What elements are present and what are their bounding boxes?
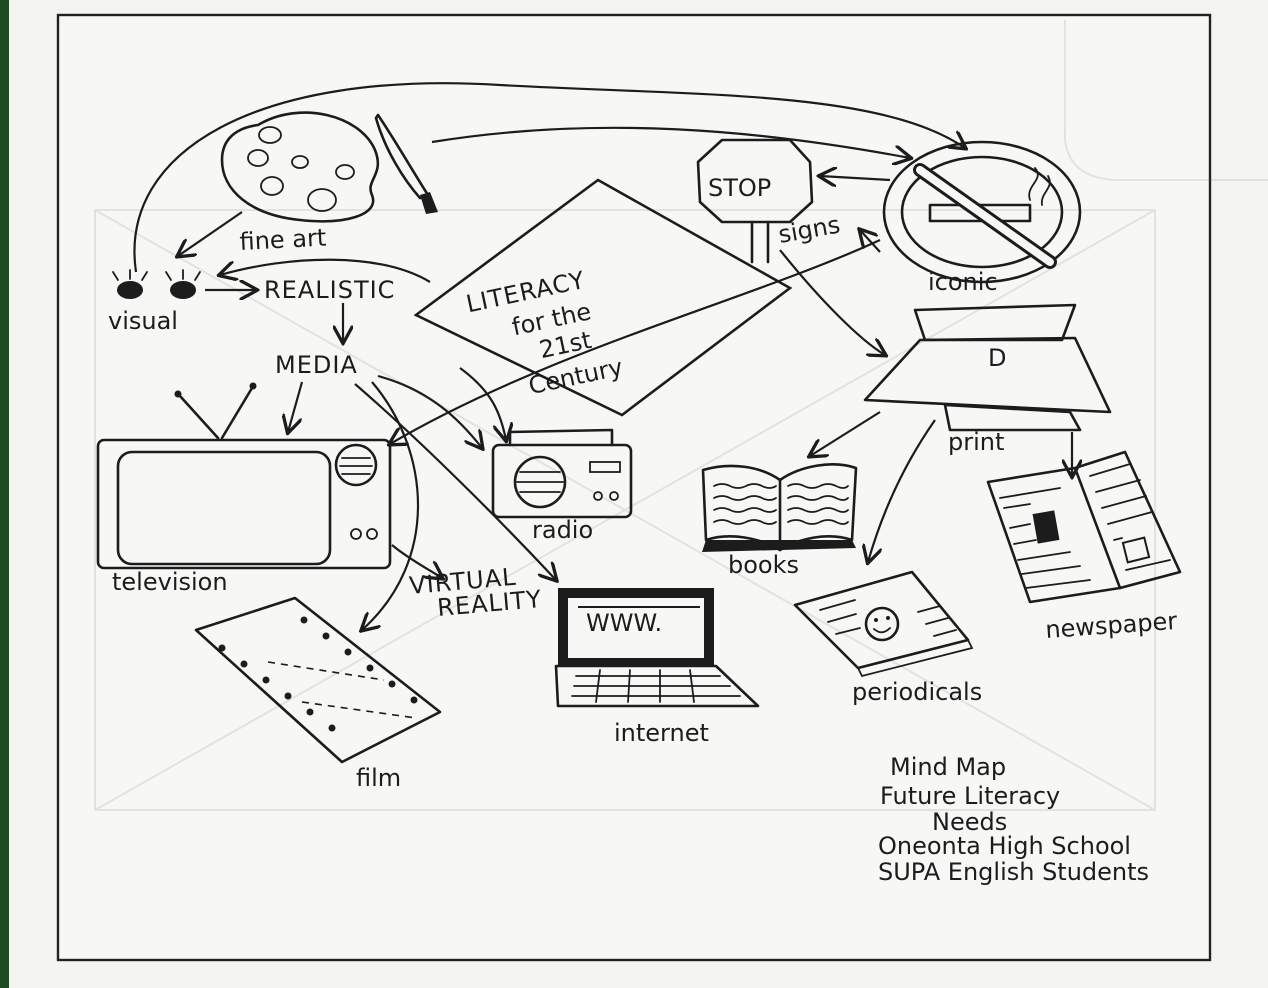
printer-mark: D: [988, 344, 1006, 372]
label-print: print: [948, 428, 1004, 456]
caption-line2: Future Literacy: [880, 782, 1060, 810]
caption-line5: SUPA English Students: [878, 858, 1149, 886]
label-iconic: iconic: [928, 268, 998, 296]
label-stop: STOP: [708, 174, 771, 202]
caption-line4: Oneonta High School: [878, 832, 1131, 860]
label-television: television: [112, 568, 228, 596]
label-periodicals: periodicals: [852, 678, 982, 706]
label-visual: visual: [108, 307, 178, 335]
label-radio: radio: [532, 516, 593, 544]
label-internet: internet: [614, 719, 709, 747]
label-film: film: [356, 764, 401, 792]
label-fine-art: fine art: [239, 223, 327, 256]
frame-border: [58, 15, 1210, 960]
label-media: MEDIA: [275, 351, 358, 379]
laptop-screen-text: WWW.: [586, 609, 662, 637]
caption-line1: Mind Map: [890, 753, 1006, 781]
label-realistic: REALISTIC: [264, 276, 395, 304]
label-books: books: [728, 551, 799, 579]
